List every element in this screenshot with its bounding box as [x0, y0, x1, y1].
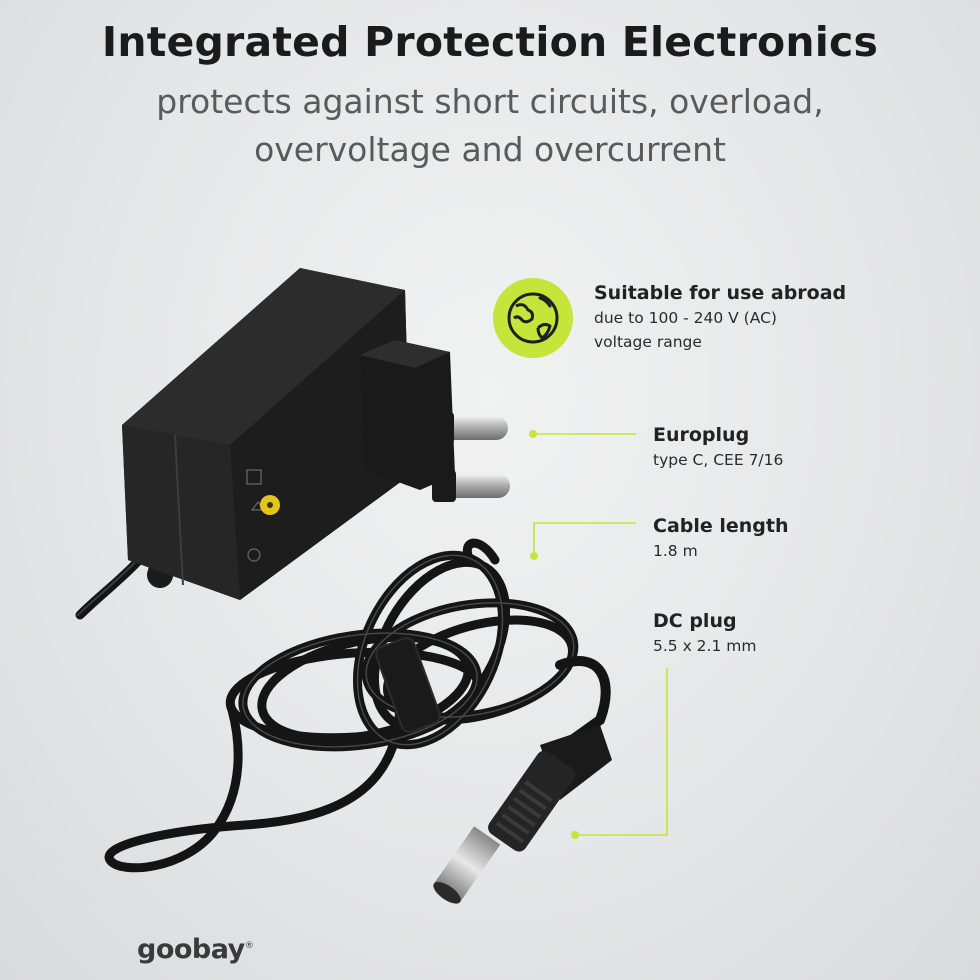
callout-dots — [529, 430, 579, 839]
feature-title: DC plug — [653, 610, 737, 632]
callout-lines — [533, 433, 668, 836]
callout-dot — [571, 831, 579, 839]
power-adapter — [122, 268, 455, 600]
page-title: Integrated Protection Electronics — [101, 18, 879, 66]
dc-plug — [433, 725, 612, 904]
feature-cable-length: Cable length 1.8 m — [653, 513, 789, 563]
brand-logo: goobay® — [137, 934, 254, 965]
subtitle-line-2: overvoltage and overcurrent — [254, 130, 726, 169]
feature-dc-plug: DC plug 5.5 x 2.1 mm — [653, 608, 756, 658]
feature-desc: voltage range — [594, 333, 702, 351]
page-subtitle: protects against short circuits, overloa… — [0, 78, 980, 174]
subtitle-line-1: protects against short circuits, overloa… — [156, 82, 824, 121]
feature-title: Suitable for use abroad — [594, 282, 847, 304]
feature-title: Cable length — [653, 515, 789, 537]
feature-desc: 1.8 m — [653, 542, 698, 560]
feature-title: Europlug — [653, 424, 750, 446]
registered-mark: ® — [244, 941, 254, 951]
feature-desc: due to 100 - 240 V (AC) — [594, 309, 777, 327]
callout-cable-line — [533, 522, 636, 556]
feature-desc: type C, CEE 7/16 — [653, 451, 784, 469]
feature-desc: 5.5 x 2.1 mm — [653, 637, 757, 655]
feature-use-abroad: Suitable for use abroad due to 100 - 240… — [594, 280, 846, 354]
callout-dot — [529, 430, 537, 438]
europlug-pins — [430, 412, 510, 502]
callout-dc-plug-line — [575, 668, 668, 836]
feature-europlug: Europlug type C, CEE 7/16 — [653, 422, 783, 472]
callout-dot — [530, 552, 538, 560]
globe-icon — [493, 278, 573, 358]
brand-logo-text: goobay — [137, 934, 245, 965]
